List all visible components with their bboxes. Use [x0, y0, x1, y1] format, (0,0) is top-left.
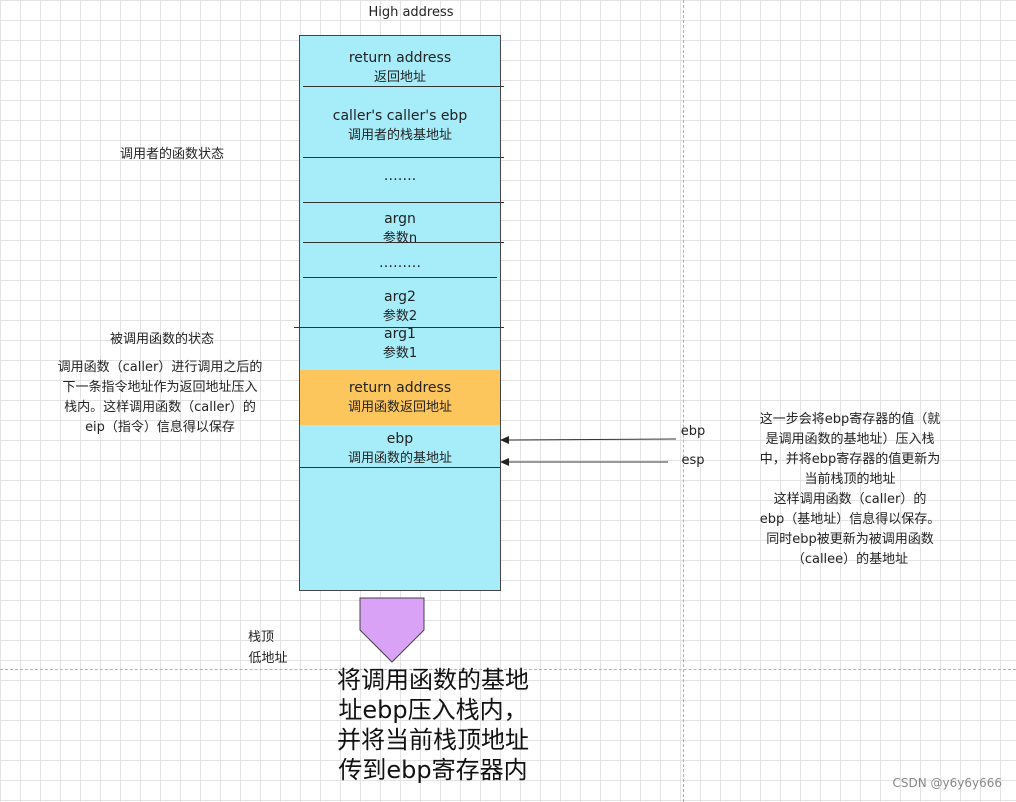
cell-en: arg1: [384, 326, 416, 342]
stack-divider: [303, 157, 504, 158]
caption-line: 并将当前栈顶地址: [337, 726, 529, 754]
cell-en: ………: [379, 255, 421, 271]
ebp-arrow-line: [505, 438, 677, 441]
callee-state-label: 被调用函数的状态: [110, 332, 215, 347]
stack-divider: [303, 202, 504, 203]
note-line: 调用函数（caller）进行调用之后的: [57, 360, 263, 375]
note-line: 中，并将ebp寄存器的值更新为: [759, 452, 941, 467]
high-address-label: High address: [368, 5, 454, 20]
cell-zh: 调用函数的基地址: [347, 451, 452, 466]
stack-divider: [303, 277, 497, 278]
note-line: 这一步会将ebp寄存器的值（就: [759, 412, 941, 427]
cell-ellipsis: ………: [300, 253, 500, 273]
cell-zh: 返回地址: [373, 70, 426, 85]
pointer-arrows: [500, 436, 677, 466]
stack-divider: [294, 327, 504, 328]
ebp-pointer-label: ebp: [680, 424, 706, 439]
low-address-label: 低地址: [248, 651, 288, 666]
note-line: 是调用函数的基地址）压入栈: [765, 432, 935, 447]
step-caption: 将调用函数的基地 址ebp压入栈内， 并将当前栈顶地址 传到ebp寄存器内: [318, 665, 548, 785]
note-line: （callee）的基地址: [791, 552, 909, 567]
cell-arg1: arg1 参数1: [300, 324, 500, 364]
vertical-guide-line: [683, 0, 684, 802]
stack-divider: [303, 242, 504, 243]
cell-en: …….: [383, 168, 417, 184]
down-arrow-icon: [359, 597, 425, 663]
caption-line: 将调用函数的基地: [337, 666, 529, 694]
cell-caller-return-address: return address 调用函数返回地址: [300, 378, 500, 418]
cell-zh: 参数2: [382, 309, 418, 324]
cell-en: return address: [348, 50, 452, 66]
watermark: CSDN @y6y6y666: [892, 776, 1002, 790]
cell-en: caller's caller's ebp: [332, 108, 468, 124]
cell-en: return address: [348, 380, 452, 396]
stack-frame-block: [299, 35, 501, 591]
cell-en: ebp: [386, 431, 414, 447]
horizontal-guide-line: [0, 669, 1016, 670]
caller-state-label: 调用者的函数状态: [120, 147, 225, 162]
stack-divider: [300, 467, 500, 468]
cell-caller-caller-ebp: caller's caller's ebp 调用者的栈基地址: [300, 106, 500, 146]
cell-argn: argn 参数n: [300, 209, 500, 249]
caption-line: 址ebp压入栈内，: [338, 696, 528, 724]
stack-divider: [303, 86, 504, 87]
note-line: 同时ebp被更新为被调用函数: [766, 532, 934, 547]
note-line: 下一条指令地址作为返回地址压入: [62, 380, 258, 395]
note-line: ebp（基地址）信息得以保存。: [759, 512, 941, 527]
esp-arrow-head-icon: [500, 458, 509, 466]
cell-en: arg2: [384, 289, 416, 305]
caller-note: 调用函数（caller）进行调用之后的 下一条指令地址作为返回地址压入 栈内。这…: [40, 358, 280, 438]
ebp-push-note: 这一步会将ebp寄存器的值（就 是调用函数的基地址）压入栈 中，并将ebp寄存器…: [740, 410, 960, 570]
cell-arg2: arg2 参数2: [300, 287, 500, 327]
highlight-return-address-cell: [300, 370, 500, 425]
esp-pointer-label: esp: [681, 453, 705, 468]
caption-line: 传到ebp寄存器内: [338, 756, 528, 784]
note-line: 这样调用函数（caller）的: [773, 492, 927, 507]
note-line: 栈内。这样调用函数（caller）的: [64, 400, 256, 415]
cell-return-address: return address 返回地址: [300, 48, 500, 88]
cell-ellipsis: …….: [300, 166, 500, 186]
cell-zh: 调用者的栈基地址: [347, 128, 452, 143]
cell-zh: 调用函数返回地址: [347, 400, 452, 415]
note-line: eip（指令）信息得以保存: [85, 420, 235, 435]
ebp-arrow-head-icon: [500, 436, 509, 444]
stack-top-label: 栈顶: [247, 630, 274, 645]
cell-ebp: ebp 调用函数的基地址: [300, 429, 500, 469]
cell-zh: 参数1: [382, 346, 418, 361]
cell-en: argn: [384, 211, 416, 227]
cell-zh: 参数n: [382, 231, 418, 246]
note-line: 当前栈顶的地址: [804, 472, 896, 487]
